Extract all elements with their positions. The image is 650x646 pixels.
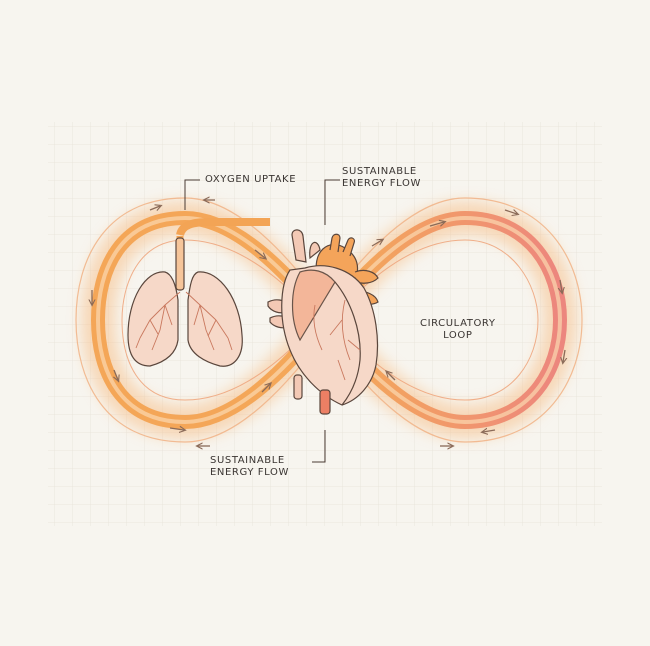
lungs-icon (127, 218, 270, 367)
leader-lines (184, 179, 340, 463)
circulatory-loop-label: CIRCULATORY LOOP (420, 318, 496, 341)
heart-icon (267, 229, 379, 415)
inner-flow-line (121, 239, 539, 401)
flow-arrows (92, 200, 565, 446)
bottom-energy-flow-label: SUSTAINABLE ENERGY FLOW (210, 455, 289, 478)
top-energy-flow-label: SUSTAINABLE ENERGY FLOW (342, 166, 421, 189)
oxygen-uptake-label: OXYGEN UPTAKE (205, 174, 297, 185)
